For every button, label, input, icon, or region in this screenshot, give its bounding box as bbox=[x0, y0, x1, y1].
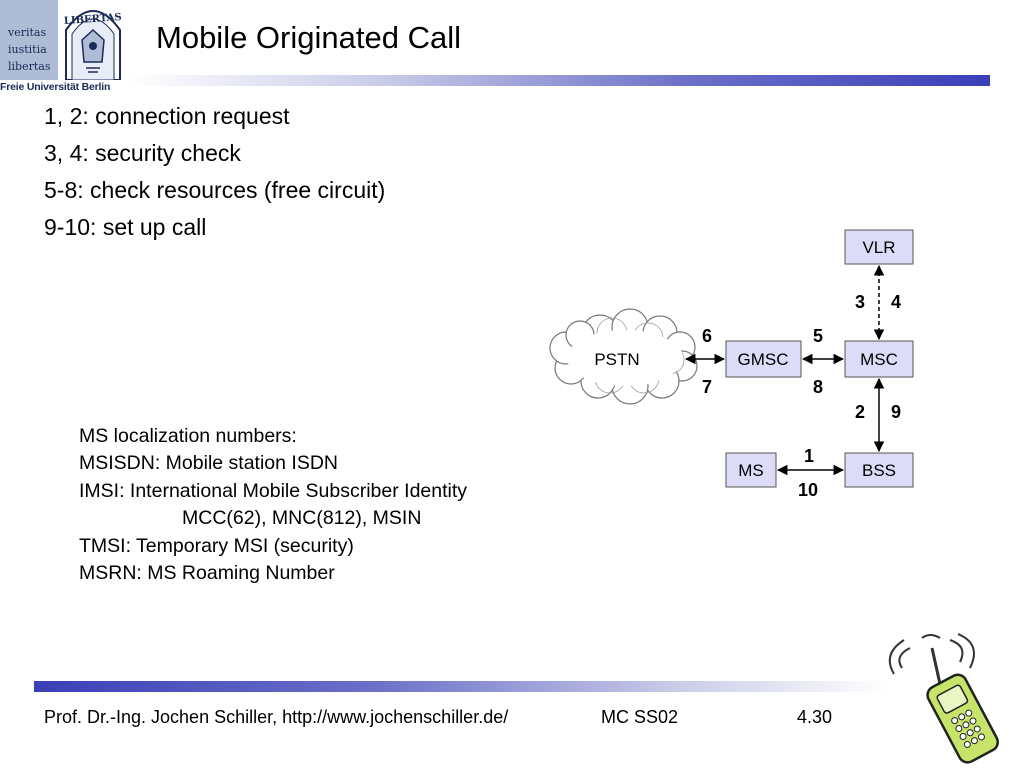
title-divider-bar bbox=[128, 75, 990, 86]
step-number: 4 bbox=[891, 292, 901, 312]
step-number: 5 bbox=[813, 326, 823, 346]
step-number: 2 bbox=[855, 402, 865, 422]
page-title: Mobile Originated Call bbox=[156, 20, 461, 55]
footer-divider-bar bbox=[34, 681, 888, 692]
seal-text: LIBERTAS bbox=[64, 12, 122, 27]
footer-course: MC SS02 bbox=[601, 707, 679, 727]
step-number: 8 bbox=[813, 377, 823, 397]
gmsc-label: GMSC bbox=[738, 350, 789, 369]
list-item: 3, 4: security check bbox=[44, 140, 241, 166]
note-line: MSRN: MS Roaming Number bbox=[79, 561, 335, 584]
logo-motto-line: libertas bbox=[8, 60, 51, 73]
cell-phone-icon bbox=[888, 633, 999, 764]
step-number: 6 bbox=[702, 326, 712, 346]
step-number: 7 bbox=[702, 377, 712, 397]
msc-label: MSC bbox=[860, 350, 898, 369]
list-item: 5-8: check resources (free circuit) bbox=[44, 177, 386, 203]
step-number: 3 bbox=[855, 292, 865, 312]
ms-label: MS bbox=[738, 461, 764, 480]
ms-node bbox=[725, 452, 777, 488]
localization-numbers-note: MS localization numbers: MSISDN: Mobile … bbox=[79, 424, 467, 588]
step-number: 1 bbox=[804, 446, 814, 466]
step-summary-list: 1, 2: connection request 3, 4: security … bbox=[44, 101, 385, 249]
gmsc-node bbox=[725, 340, 802, 378]
note-line: MS localization numbers: bbox=[79, 425, 297, 447]
note-line: TMSI: Temporary MSI (security) bbox=[79, 534, 354, 557]
vlr-label: VLR bbox=[862, 238, 895, 257]
logo-motto-line: iustitia bbox=[8, 43, 47, 56]
note-line: MSISDN: Mobile station ISDN bbox=[79, 452, 338, 475]
logo-caption: Freie Universität Berlin bbox=[0, 81, 111, 93]
note-line: MCC(62), MNC(812), MSIN bbox=[182, 507, 422, 530]
step-number: 9 bbox=[891, 402, 901, 422]
footer-author: Prof. Dr.-Ing. Jochen Schiller, http://w… bbox=[44, 707, 509, 727]
university-seal-icon: LIBERTAS bbox=[58, 0, 128, 80]
vlr-node bbox=[844, 229, 914, 265]
footer-page-number: 4.30 bbox=[797, 707, 833, 727]
note-line: IMSI: International Mobile Subscriber Id… bbox=[79, 479, 468, 502]
bss-node bbox=[844, 452, 914, 488]
university-logo: veritas iustitia libertas LIBERTAS Freie… bbox=[0, 0, 128, 96]
bss-label: BSS bbox=[862, 461, 896, 480]
pstn-label: PSTN bbox=[594, 350, 639, 369]
list-item: 9-10: set up call bbox=[44, 214, 207, 240]
msc-node bbox=[844, 340, 914, 378]
logo-motto-line: veritas bbox=[8, 26, 47, 39]
list-item: 1, 2: connection request bbox=[44, 103, 290, 129]
step-number: 10 bbox=[798, 480, 818, 500]
logo-motto-panel: veritas iustitia libertas bbox=[0, 0, 58, 80]
